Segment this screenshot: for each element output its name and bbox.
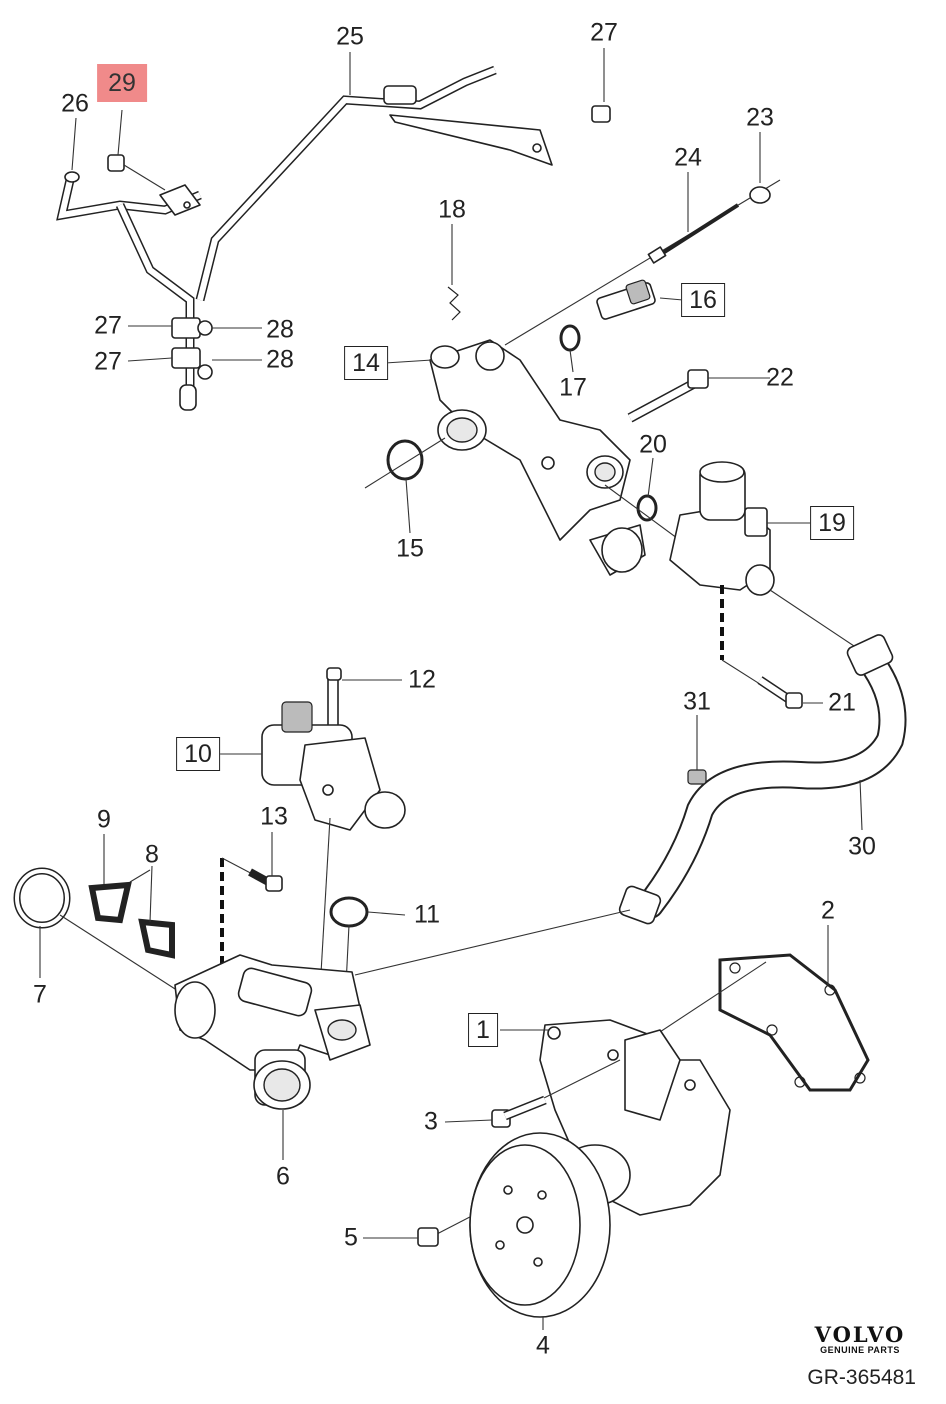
callout-28-lower[interactable]: 28 xyxy=(266,345,294,374)
callout-3[interactable]: 3 xyxy=(424,1107,438,1136)
thermostat-housing xyxy=(364,179,781,576)
callout-9[interactable]: 9 xyxy=(97,805,111,834)
callout-6[interactable]: 6 xyxy=(276,1162,290,1191)
callout-1[interactable]: 1 xyxy=(468,1013,498,1047)
callout-21[interactable]: 21 xyxy=(828,688,856,717)
callout-31[interactable]: 31 xyxy=(683,687,711,716)
callout-28-upper[interactable]: 28 xyxy=(266,315,294,344)
thermostat-6 xyxy=(13,867,371,1110)
callout-27-top[interactable]: 27 xyxy=(590,18,618,47)
callout-15[interactable]: 15 xyxy=(396,534,424,563)
callout-18[interactable]: 18 xyxy=(438,195,466,224)
callout-27-left-upper[interactable]: 27 xyxy=(94,311,122,340)
callout-26[interactable]: 26 xyxy=(61,89,89,118)
callout-4[interactable]: 4 xyxy=(536,1331,550,1360)
callout-7[interactable]: 7 xyxy=(33,980,47,1009)
callout-8[interactable]: 8 xyxy=(145,840,159,869)
water-pump-1 xyxy=(417,953,870,1318)
callout-30[interactable]: 30 xyxy=(848,832,876,861)
callout-14[interactable]: 14 xyxy=(344,346,388,380)
callout-10[interactable]: 10 xyxy=(176,737,220,771)
callout-24[interactable]: 24 xyxy=(674,143,702,172)
callout-19[interactable]: 19 xyxy=(810,506,854,540)
callout-5[interactable]: 5 xyxy=(344,1223,358,1252)
coolant-hose-30 xyxy=(354,634,907,976)
coolant-valve-19 xyxy=(669,461,861,709)
callout-20[interactable]: 20 xyxy=(639,430,667,459)
callout-16[interactable]: 16 xyxy=(681,283,725,317)
callout-12[interactable]: 12 xyxy=(408,665,436,694)
callout-22[interactable]: 22 xyxy=(766,363,794,392)
callout-29-highlighted[interactable]: 29 xyxy=(97,64,147,102)
callout-13[interactable]: 13 xyxy=(260,802,288,831)
brand-tagline: GENUINE PARTS xyxy=(820,1345,900,1355)
callout-11[interactable]: 11 xyxy=(414,900,440,929)
callout-25[interactable]: 25 xyxy=(336,22,364,51)
callout-23[interactable]: 23 xyxy=(746,103,774,132)
leader-lines xyxy=(39,48,863,1330)
callout-2[interactable]: 2 xyxy=(821,896,835,925)
coolant-pipe-assembly xyxy=(56,65,611,411)
volvo-genuine-parts-logo: VOLVO GENUINE PARTS xyxy=(800,1322,920,1355)
diagram-reference-code: GR-365481 xyxy=(807,1366,916,1389)
callout-27-left-lower[interactable]: 27 xyxy=(94,347,122,376)
callout-17[interactable]: 17 xyxy=(559,373,587,402)
brand-logo-text: VOLVO xyxy=(814,1322,906,1347)
